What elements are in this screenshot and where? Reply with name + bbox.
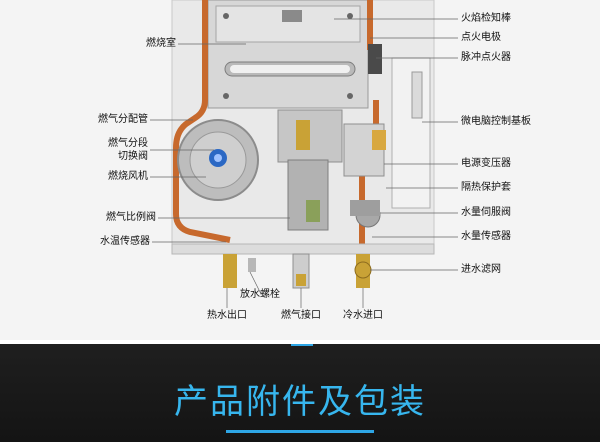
label-control-board: 微电脑控制基板	[461, 116, 531, 127]
label-hot-water-outlet: 热水出口	[207, 310, 247, 321]
label-cold-water-inlet: 冷水进口	[343, 310, 383, 321]
label-ignition-electrode: 点火电极	[461, 32, 501, 43]
label-water-servo-valve: 水量伺服阀	[461, 207, 511, 218]
section-header-banner: 产品附件及包装	[0, 344, 600, 442]
section-divider	[0, 340, 600, 344]
label-drain-screw: 放水螺栓	[240, 289, 280, 300]
label-gas-section-switch-line1: 燃气分段	[108, 138, 148, 149]
water-heater-illustration	[150, 0, 458, 308]
label-combustion-chamber: 燃烧室	[146, 38, 176, 49]
label-heat-shield: 隔热保护套	[461, 182, 511, 193]
banner-title: 产品附件及包装	[174, 382, 426, 422]
label-power-transformer: 电源变压器	[461, 158, 511, 169]
water-heater-diagram: 燃烧室 燃气分配管 燃气分段 切换阀 燃烧风机 燃气比例阀 水温传感器 火焰检知…	[0, 0, 600, 340]
label-pulse-igniter: 脉冲点火器	[461, 52, 511, 63]
banner-top-accent	[291, 344, 313, 346]
label-gas-inlet: 燃气接口	[281, 310, 321, 321]
label-flame-detection-rod: 火焰检知棒	[461, 13, 511, 24]
label-gas-manifold: 燃气分配管	[98, 114, 148, 125]
banner-underline	[226, 430, 374, 433]
label-water-flow-sensor: 水量传感器	[461, 231, 511, 242]
label-gas-proportional-valve: 燃气比例阀	[106, 212, 156, 223]
label-combustion-fan: 燃烧风机	[108, 171, 148, 182]
label-inlet-filter: 进水滤网	[461, 264, 501, 275]
label-gas-section-switch-line2: 切换阀	[118, 151, 148, 162]
label-water-temp-sensor: 水温传感器	[100, 236, 150, 247]
